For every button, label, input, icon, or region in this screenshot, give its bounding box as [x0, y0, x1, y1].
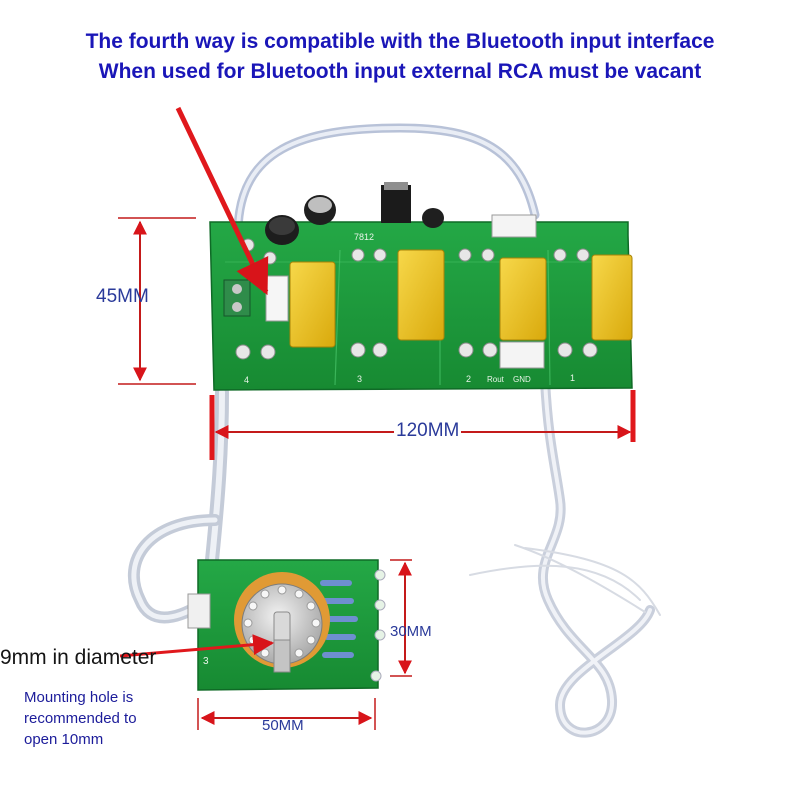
- header-line-1: The fourth way is compatible with the Bl…: [85, 30, 715, 53]
- shaft-diameter-label: 9mm in diameter: [0, 646, 157, 669]
- relay-3: [499, 257, 547, 341]
- selector-label: 3: [203, 656, 209, 667]
- voltage-regulator: [381, 185, 411, 223]
- mounting-note-line-2: recommended to: [24, 710, 137, 727]
- capacitor: [422, 208, 444, 228]
- channel-4-label: 4: [244, 375, 249, 385]
- loose-wire-3: [524, 547, 661, 616]
- gnd-label: GND: [513, 375, 531, 384]
- bluetooth-pointer-arrow: [175, 106, 269, 296]
- ribbon-cables: [127, 123, 661, 738]
- width-50mm-label: 50MM: [262, 717, 304, 734]
- top-connector: [491, 214, 537, 238]
- regulator-label: 7812: [354, 232, 374, 242]
- mounting-note-line-1: Mounting hole is: [24, 689, 134, 706]
- channel-3-label: 3: [357, 374, 362, 384]
- selector-pcb: 3: [187, 559, 386, 691]
- output-connector: [499, 341, 545, 369]
- header-line-2: When used for Bluetooth input external R…: [98, 60, 702, 83]
- channel-1-label: 1: [570, 373, 575, 383]
- rout-label: Rout: [487, 375, 505, 384]
- relay-2: [397, 249, 445, 341]
- mounting-note-line-3: open 10mm: [24, 731, 104, 748]
- switch-contacts: [243, 585, 321, 663]
- channel-2-label: 2: [466, 374, 471, 384]
- relay-1: [289, 261, 336, 348]
- height-45mm-label: 45MM: [96, 286, 149, 307]
- resistors: [320, 580, 358, 658]
- annotations: [118, 106, 636, 730]
- leds: [370, 569, 386, 682]
- width-120mm-label: 120MM: [394, 420, 462, 442]
- bluetooth-connector: [265, 275, 289, 322]
- relay-4: [591, 254, 633, 341]
- main-pcb: 7812 4 3 2 1 Rout GND: [209, 182, 633, 391]
- height-30mm-label: 30MM: [390, 623, 432, 640]
- selector-connector: [187, 593, 211, 629]
- loose-wire-1: [469, 564, 641, 601]
- mounting-note: Mounting hole is recommended to open 10m…: [24, 687, 137, 750]
- diameter-pointer-arrow: [119, 634, 275, 658]
- loose-wire-2: [514, 544, 646, 613]
